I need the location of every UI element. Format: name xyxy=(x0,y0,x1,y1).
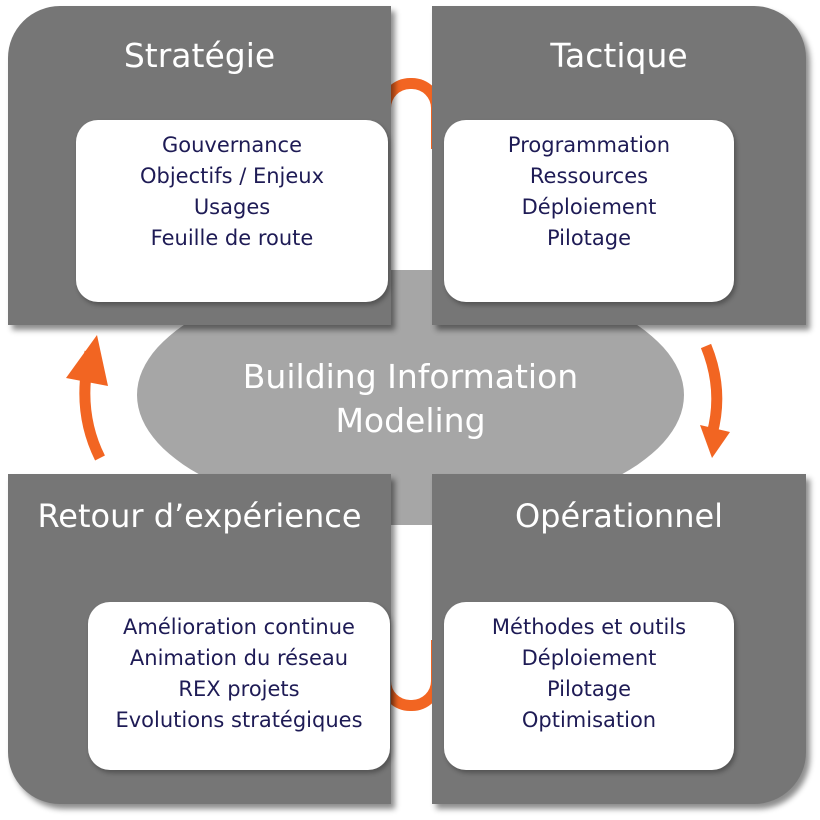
quadrant-title: Tactique xyxy=(550,36,688,75)
card-item: Amélioration continue xyxy=(123,615,355,639)
quadrant-title: Retour d’expérience xyxy=(37,497,362,535)
right-arrow-head-icon xyxy=(700,425,730,458)
quadrant-retour-experience: Retour d’expérience Amélioration continu… xyxy=(8,474,391,804)
card-item: Optimisation xyxy=(521,708,657,732)
card-item: Pilotage xyxy=(546,226,632,250)
center-label-line: Modeling xyxy=(335,401,486,440)
quadrant-card: Programmation Ressources Déploiement Pil… xyxy=(444,120,734,302)
quadrant-operationnel: Opérationnel Méthodes et outils Déploiem… xyxy=(432,474,806,804)
card-item: Pilotage xyxy=(546,677,632,701)
quadrant-card: Gouvernance Objectifs / Enjeux Usages Fe… xyxy=(76,120,388,302)
card-item: Usages xyxy=(193,195,271,219)
card-item: REX projets xyxy=(178,677,300,701)
card-item: Déploiement xyxy=(521,646,657,670)
card-item: Evolutions stratégiques xyxy=(115,708,363,732)
quadrant-title: Opérationnel xyxy=(514,497,724,535)
card-item: Animation du réseau xyxy=(129,646,349,670)
card-item: Méthodes et outils xyxy=(491,615,687,639)
quadrant-tactique: Tactique Programmation Ressources Déploi… xyxy=(432,6,806,325)
card-item: Ressources xyxy=(529,164,649,188)
quadrant-strategie: Stratégie Gouvernance Objectifs / Enjeux… xyxy=(8,6,391,325)
card-item: Déploiement xyxy=(521,195,657,219)
center-label-line: Building Information xyxy=(242,357,579,396)
card-item: Objectifs / Enjeux xyxy=(139,164,325,188)
quadrant-title: Stratégie xyxy=(123,36,276,75)
quadrant-card: Amélioration continue Animation du résea… xyxy=(88,602,390,770)
left-arrow-head-icon xyxy=(66,335,108,386)
card-item: Programmation xyxy=(507,133,671,157)
quadrant-card: Méthodes et outils Déploiement Pilotage … xyxy=(444,602,734,770)
center-label: Building Information Modeling xyxy=(137,355,684,443)
card-item: Gouvernance xyxy=(162,133,302,157)
right-down-arrow-icon xyxy=(700,343,723,436)
card-item: Feuille de route xyxy=(150,226,314,250)
